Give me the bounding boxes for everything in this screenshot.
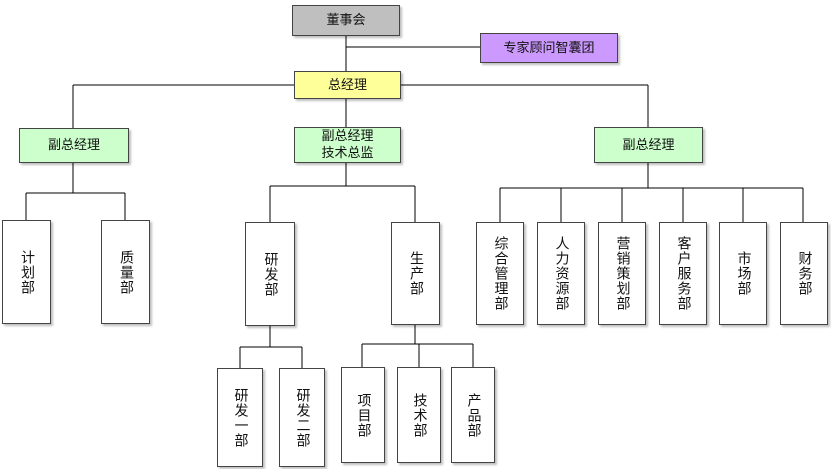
dept-general-box: 综合管理部	[476, 222, 524, 325]
deputy-left-box: 副总经理	[19, 128, 129, 163]
deputy-right-label: 副总经理	[622, 137, 675, 153]
dept-production-label: 生产部	[408, 251, 424, 296]
deputy-tech-box: 副总经理 技术总监	[294, 127, 401, 163]
dept-finance-box: 财务部	[780, 222, 828, 325]
dept-general-label: 综合管理部	[492, 236, 509, 311]
deputy-tech-label: 副总经理 技术总监	[321, 129, 374, 161]
dept-project-label: 项目部	[355, 392, 372, 438]
dept-tech-label: 技术部	[411, 392, 428, 438]
dept-production-box: 生产部	[391, 222, 440, 325]
dept-plan-label: 计划部	[19, 249, 35, 295]
advisory-label: 专家顾问智囊团	[503, 40, 595, 56]
dept-plan-box: 计划部	[2, 220, 51, 324]
dept-hr-label: 人力资源部	[553, 236, 570, 311]
dept-product-box: 产品部	[451, 367, 495, 463]
dept-rd2-label: 研发二部	[294, 387, 311, 448]
board-box: 董事会	[292, 5, 400, 36]
dept-rd1-box: 研发一部	[217, 368, 263, 467]
dept-customer-label: 客户服务部	[675, 236, 692, 311]
dept-marketing-plan-box: 营销策划部	[598, 222, 646, 325]
dept-market-label: 市场部	[735, 251, 752, 296]
dept-project-box: 项目部	[341, 367, 385, 463]
deputy-left-label: 副总经理	[47, 138, 100, 153]
general-manager-label: 总经理	[327, 77, 367, 93]
dept-rd-box: 研发部	[245, 222, 295, 326]
dept-rd1-label: 研发一部	[232, 387, 249, 448]
dept-product-label: 产品部	[465, 392, 482, 438]
dept-rd-label: 研发部	[262, 251, 279, 297]
dept-customer-box: 客户服务部	[659, 222, 707, 325]
dept-hr-box: 人力资源部	[537, 222, 585, 325]
advisory-box: 专家顾问智囊团	[480, 33, 618, 63]
dept-tech-box: 技术部	[397, 367, 441, 463]
dept-quality-box: 质量部	[101, 220, 150, 324]
deputy-right-box: 副总经理	[594, 127, 703, 163]
dept-rd2-box: 研发二部	[279, 368, 325, 467]
dept-quality-label: 质量部	[118, 249, 134, 295]
dept-market-box: 市场部	[719, 222, 767, 325]
general-manager-box: 总经理	[294, 71, 401, 99]
dept-marketing-plan-label: 营销策划部	[614, 236, 631, 311]
board-label: 董事会	[326, 13, 366, 28]
dept-finance-label: 财务部	[796, 251, 813, 296]
